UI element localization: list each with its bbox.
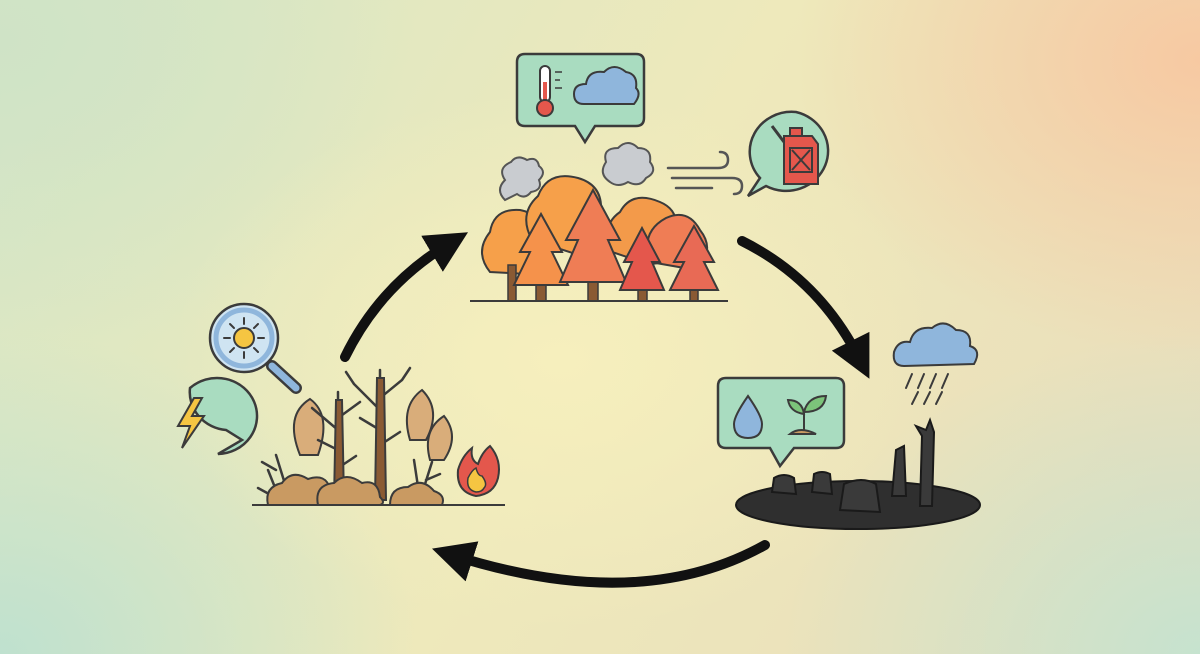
cloud-icon [572, 66, 640, 105]
seedling-icon [786, 394, 828, 435]
tree-pine-1 [512, 211, 570, 286]
sun-magnifier-icon [208, 302, 302, 394]
tree-pine-4 [668, 223, 720, 291]
stage-burnt-ground [716, 322, 981, 530]
tree-pine-3 [618, 225, 666, 291]
cycle-arrows [340, 232, 870, 588]
stage-burning-forest [470, 52, 830, 302]
smoke-icon [499, 142, 655, 202]
small-fire-icon [456, 444, 500, 498]
bubble-lightning [176, 376, 259, 456]
arrow-burnt-to-dry [431, 540, 770, 588]
tree-pine-2 [558, 187, 628, 283]
bubble-water-seedling [716, 376, 846, 469]
wind-icon [666, 150, 744, 196]
bubble-fuel-can [746, 110, 830, 198]
fuel-can-icon [770, 125, 819, 185]
water-drop-icon [732, 394, 764, 440]
arrow-dry-to-burning [340, 232, 469, 362]
rain-cloud-icon [892, 322, 979, 405]
lightning-icon [176, 397, 206, 449]
bubble-thermometer-cloud [515, 52, 646, 145]
burnt-tree [913, 417, 936, 507]
thermometer-icon [536, 65, 562, 117]
stage-dry-vegetation [176, 302, 505, 506]
arrow-burning-to-burnt [737, 236, 870, 379]
